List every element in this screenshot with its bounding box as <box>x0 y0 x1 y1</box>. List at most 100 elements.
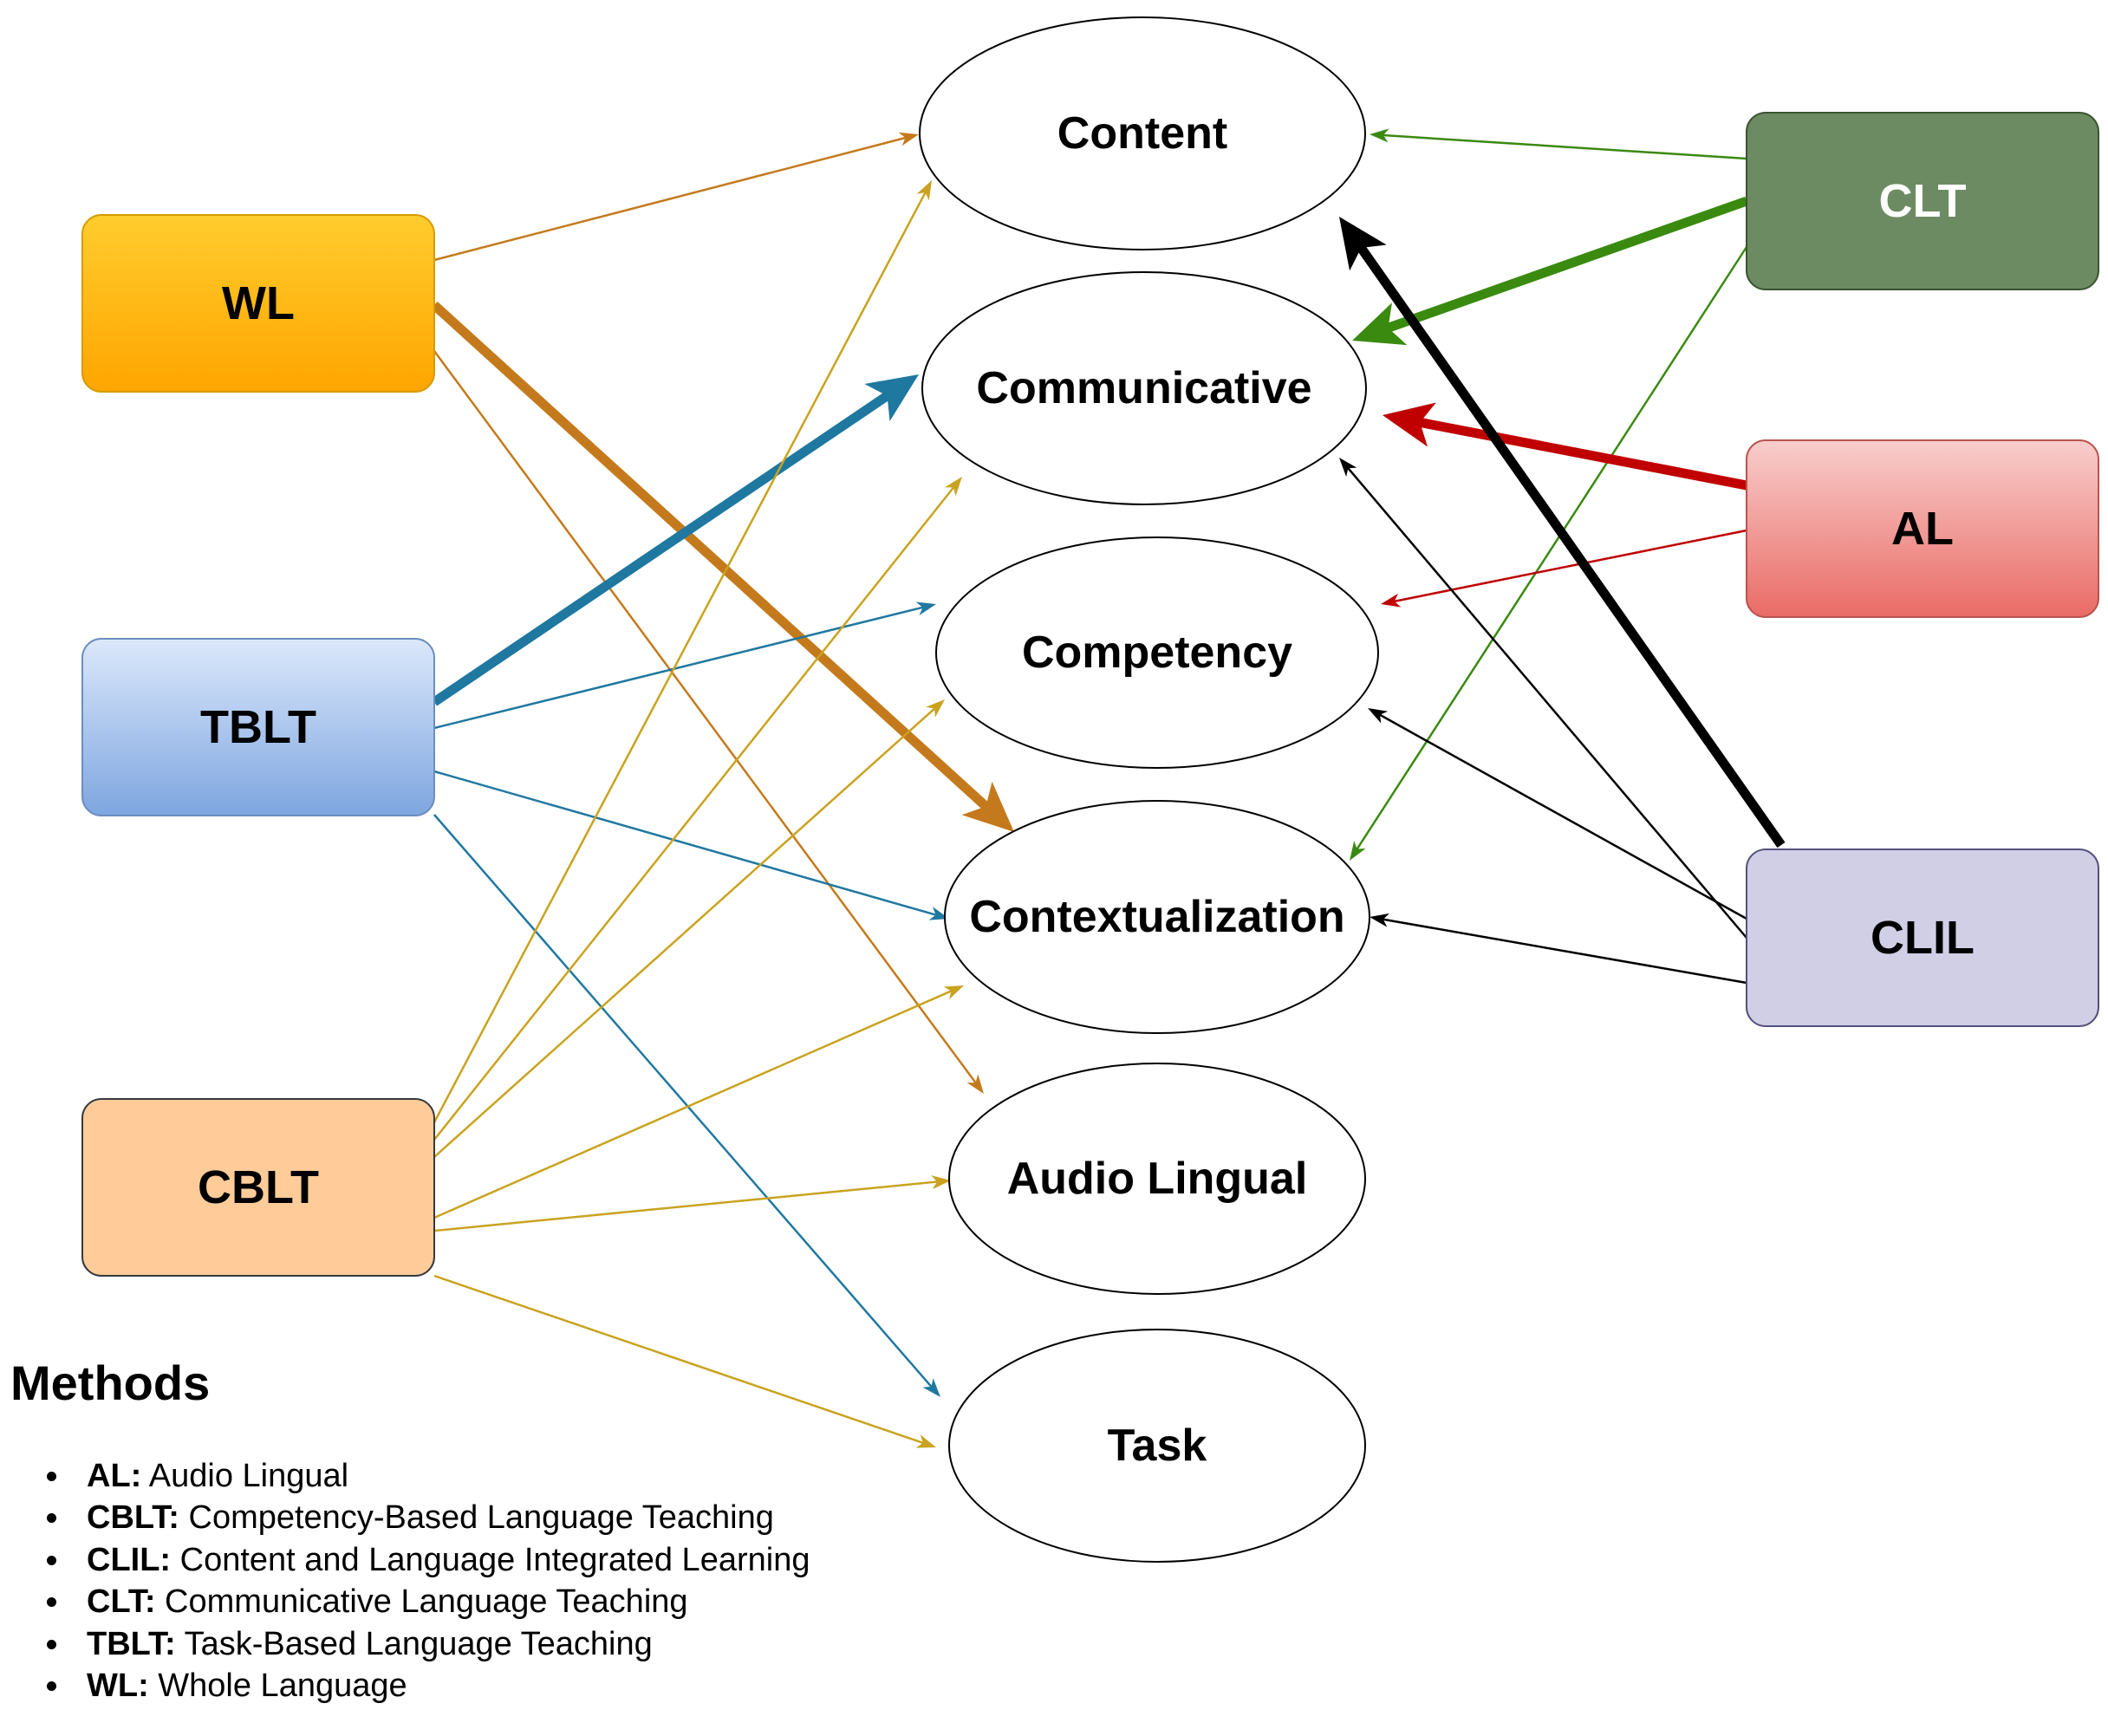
method-rect <box>1746 848 2099 1027</box>
concept-ellipse <box>948 1063 1366 1295</box>
edge-line <box>433 136 906 262</box>
edge-line <box>433 770 936 916</box>
bullet-icon <box>47 1681 56 1692</box>
concept-ellipse <box>944 800 1370 1034</box>
concept-ellipse <box>948 1329 1366 1563</box>
concept-ellipse <box>935 536 1379 769</box>
method-rect <box>81 638 435 816</box>
arrowhead-icon <box>916 180 932 201</box>
edge-line <box>431 301 990 810</box>
method-rect <box>1746 112 2099 290</box>
edge-line <box>433 486 955 1141</box>
legend-abbr: AL: <box>87 1457 142 1494</box>
edge-line <box>433 990 952 1219</box>
legend-title: Methods <box>10 1356 211 1410</box>
method-label: AL <box>1891 503 1954 555</box>
concept-label: Communicative <box>976 363 1311 413</box>
legend-abbr: TBLT: <box>87 1625 176 1662</box>
legend: Methods AL: Audio Lingual CBLT: Competen… <box>10 1356 1051 1707</box>
method-label: CLIL <box>1871 912 1975 964</box>
legend-item: WL: Whole Language <box>47 1665 1051 1707</box>
edge-line <box>1356 246 1748 850</box>
arrowhead-icon <box>961 781 1014 832</box>
arrowhead-icon <box>945 477 962 497</box>
arrowhead-icon <box>915 1434 936 1448</box>
legend-text: Competency-Based Language Teaching <box>179 1499 774 1537</box>
arrowhead-icon <box>1383 402 1436 447</box>
concept-node-content[interactable]: Content <box>919 16 1366 250</box>
method-label: CBLT <box>198 1161 319 1213</box>
legend-abbr: CLIL: <box>87 1541 172 1578</box>
edge-line <box>433 1180 938 1232</box>
arrowhead-icon <box>931 1175 951 1190</box>
method-box-clil[interactable]: CLIL <box>1746 848 2099 1027</box>
method-box-cblt[interactable]: CBLT <box>81 1098 435 1277</box>
edge-line <box>433 1274 924 1445</box>
legend-item: CLT: Communicative Language Teaching <box>47 1581 1051 1623</box>
concept-label: Competency <box>1022 627 1292 678</box>
legend-abbr: CBLT: <box>87 1499 179 1537</box>
arrowhead-icon <box>1350 841 1366 861</box>
bullet-icon <box>47 1471 56 1481</box>
edge-line <box>433 707 935 1158</box>
arrowhead-icon <box>915 601 936 616</box>
legend-text: Task-Based Language Teaching <box>175 1625 653 1662</box>
legend-text: Communicative Language Teaching <box>155 1583 688 1621</box>
edge-line <box>433 192 927 1123</box>
arrowhead-icon <box>1339 217 1387 271</box>
edge-line <box>1347 467 1747 939</box>
edge-line <box>1394 529 1747 603</box>
legend-text: Whole Language <box>148 1668 407 1705</box>
concept-node-competency[interactable]: Competency <box>935 536 1379 769</box>
method-label: WL <box>222 277 295 329</box>
edge-line <box>1386 196 1748 333</box>
legend-item: CBLT: Competency-Based Language Teaching <box>47 1497 1051 1539</box>
edge-line <box>1379 713 1747 920</box>
edge-line <box>1357 244 1786 848</box>
edge-line <box>433 606 923 730</box>
arrowhead-icon <box>926 699 945 718</box>
legend-item: TBLT: Task-Based Language Teaching <box>47 1623 1051 1666</box>
arrowhead-icon <box>1370 913 1390 927</box>
bullet-icon <box>47 1597 56 1608</box>
arrowhead-icon <box>1370 128 1389 143</box>
arrowhead-icon <box>1352 302 1408 346</box>
concept-node-task[interactable]: Task <box>948 1329 1366 1563</box>
concept-node-communicative[interactable]: Communicative <box>921 271 1367 505</box>
method-rect <box>1746 439 2099 618</box>
method-box-al[interactable]: AL <box>1746 439 2099 618</box>
legend-list: AL: Audio Lingual CBLT: Competency-Based… <box>10 1455 1051 1707</box>
method-rect <box>81 214 435 393</box>
bullet-icon <box>47 1639 56 1649</box>
concept-label: Content <box>1057 108 1227 159</box>
method-box-clt[interactable]: CLT <box>1746 112 2099 290</box>
bullet-icon <box>47 1513 56 1524</box>
edge-line <box>433 814 933 1388</box>
concept-node-contextualization[interactable]: Contextualization <box>944 800 1370 1034</box>
edge-line <box>1383 918 1747 985</box>
arrowhead-icon <box>922 1378 940 1397</box>
arrowhead-icon <box>1368 708 1389 724</box>
concept-label: Contextualization <box>969 892 1344 942</box>
method-label: TBLT <box>200 701 316 753</box>
arrowhead-icon <box>864 374 919 422</box>
concept-label: Task <box>1108 1421 1207 1471</box>
edge-line <box>1419 417 1748 491</box>
arrowhead-icon <box>1339 458 1357 477</box>
arrowhead-icon <box>943 985 964 1000</box>
legend-item: AL: Audio Lingual <box>47 1455 1051 1498</box>
concept-label: Audio Lingual <box>1007 1154 1308 1204</box>
bullet-icon <box>47 1555 56 1565</box>
arrowhead-icon <box>966 1074 984 1094</box>
method-box-wl[interactable]: WL <box>81 214 435 393</box>
method-rect <box>81 1098 435 1277</box>
legend-item: CLIL: Content and Language Integrated Le… <box>47 1539 1051 1582</box>
method-label: CLT <box>1879 175 1967 227</box>
edge-line <box>431 392 890 706</box>
legend-abbr: WL: <box>87 1668 149 1705</box>
method-box-tblt[interactable]: TBLT <box>81 638 435 816</box>
concept-node-audio-lingual[interactable]: Audio Lingual <box>948 1063 1366 1295</box>
arrowhead-icon <box>898 132 919 146</box>
legend-abbr: CLT: <box>87 1583 156 1621</box>
arrowhead-icon <box>1381 593 1402 608</box>
